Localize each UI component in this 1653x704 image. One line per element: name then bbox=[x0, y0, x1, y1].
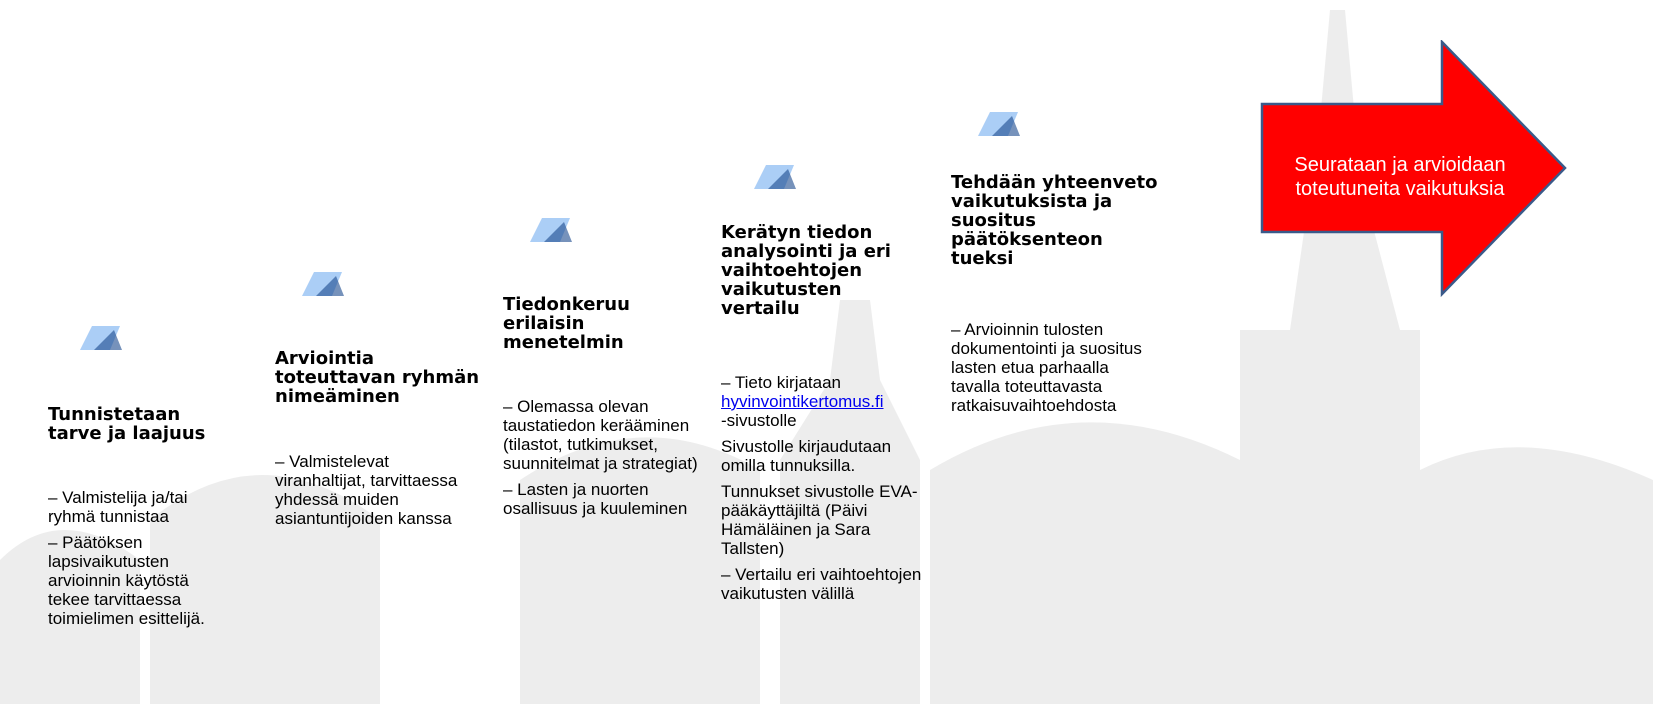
step-4-title: Kerätyn tiedon analysointi ja eri vaihto… bbox=[721, 222, 891, 319]
step-5-text-1: – Arvioinnin tulosten dokumentointi ja s… bbox=[951, 320, 1142, 415]
step-3-title: Tiedonkeruu erilaisin menetelmin bbox=[503, 294, 630, 353]
step-4-text-1: – Tieto kirjataan hyvinvointikertomus.fi… bbox=[721, 373, 936, 430]
step-3-text-1: – Olemassa olevan taustatiedon keräämine… bbox=[503, 397, 698, 473]
final-step-text: Seurataan ja arvioidaan toteutuneita vai… bbox=[1294, 154, 1506, 200]
step-5-title: Tehdään yhteenveto vaikutuksista ja suos… bbox=[951, 172, 1158, 269]
step-4-text-4: – Vertailu eri vaihtoehtojen vaikutusten… bbox=[721, 565, 922, 603]
step-2-text-1: – Valmistelevat viranhaltijat, tarvittae… bbox=[275, 452, 458, 528]
step-2-title: Arviointia toteuttavan ryhmän nimeäminen bbox=[275, 348, 480, 407]
hyvinvointikertomus-link[interactable]: hyvinvointikertomus.fi bbox=[721, 392, 884, 411]
step-3-description: – Olemassa olevan taustatiedon keräämine… bbox=[503, 397, 698, 525]
step-2-description: – Valmistelevat viranhaltijat, tarvittae… bbox=[275, 452, 470, 535]
step-4-text-2: Sivustolle kirjaudutaan omilla tunnuksil… bbox=[721, 437, 892, 475]
step-4-text-3: Tunnukset sivustolle EVA-pääkäyttäjiltä … bbox=[721, 482, 918, 558]
step-1-text-2: – Päätöksen lapsivaikutusten arvioinnin … bbox=[48, 533, 205, 628]
step-3-text-2: – Lasten ja nuorten osallisuus ja kuulem… bbox=[503, 480, 688, 518]
step-4-text-prefix: – Tieto kirjataan bbox=[721, 373, 842, 392]
step-1-title: Tunnistetaan tarve ja laajuus bbox=[48, 404, 206, 444]
step-1-description: – Valmistelija ja/tai ryhmä tunnistaa – … bbox=[48, 488, 228, 635]
step-4-text-suffix: -sivustolle bbox=[721, 411, 797, 430]
step-1-text-1: – Valmistelija ja/tai ryhmä tunnistaa bbox=[48, 488, 188, 526]
final-arrow-icon bbox=[1260, 40, 1567, 298]
step-4-description: – Tieto kirjataan hyvinvointikertomus.fi… bbox=[721, 373, 936, 610]
step-5-description: – Arvioinnin tulosten dokumentointi ja s… bbox=[951, 320, 1151, 422]
